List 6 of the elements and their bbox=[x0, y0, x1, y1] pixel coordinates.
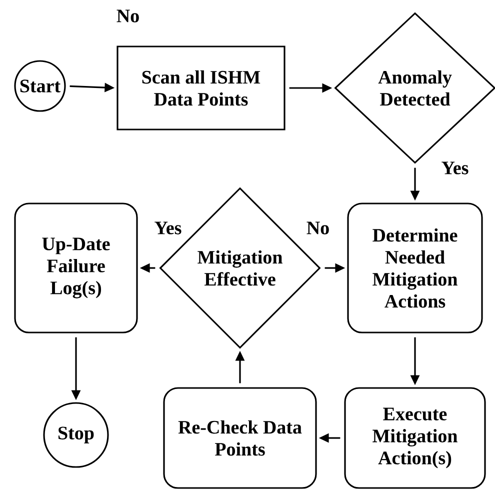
process-box: Execute Mitigation Action(s) bbox=[344, 387, 486, 489]
branch-label: No bbox=[116, 10, 139, 22]
process-box: Determine Needed Mitigation Actions bbox=[347, 202, 483, 334]
process-box: Scan all ISHM Data Points bbox=[116, 46, 286, 130]
process-box: Up-Date Failure Log(s) bbox=[14, 202, 138, 334]
process-box: Re-Check Data Points bbox=[163, 387, 317, 489]
